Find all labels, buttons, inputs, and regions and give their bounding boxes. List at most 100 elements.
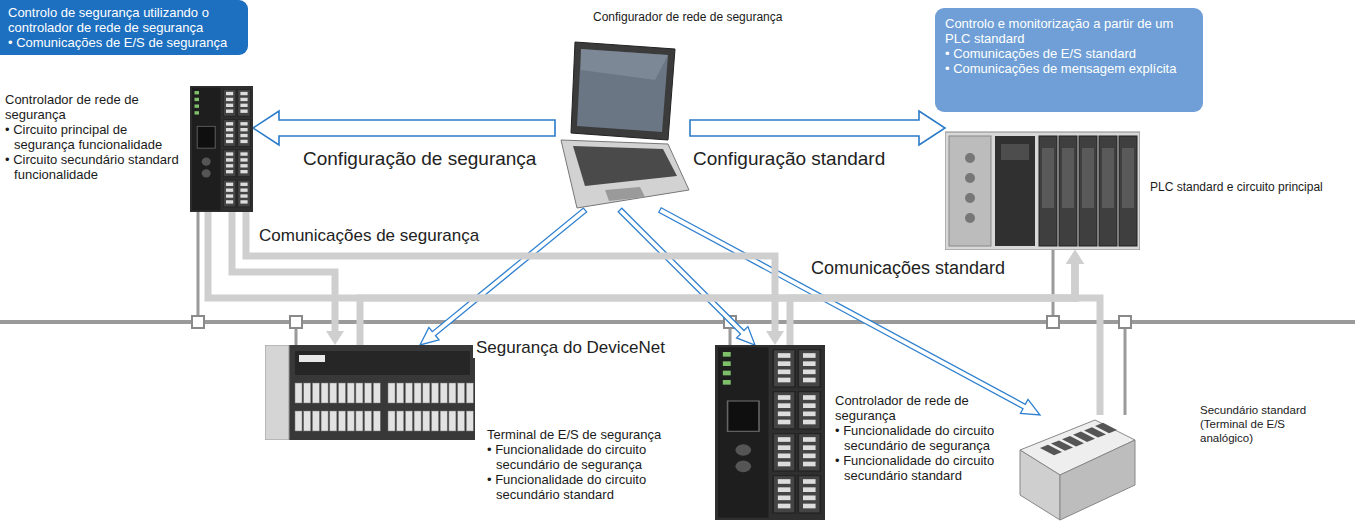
device-part: [226, 98, 233, 101]
device-part: [803, 370, 816, 375]
safety-controller: Controlador de rede de segurança• Circui…: [190, 86, 253, 212]
device-part: [240, 164, 247, 167]
device-part: [773, 350, 795, 387]
device-part: [723, 361, 731, 366]
device-part: [798, 434, 820, 471]
device-part: [226, 134, 233, 137]
node-heading: Terminal de E/S de segurança: [487, 427, 677, 442]
device-part: [466, 383, 473, 403]
device-part: [803, 496, 816, 501]
device-part: [265, 345, 289, 440]
drop-line: [197, 212, 200, 322]
device-part: [388, 383, 395, 403]
node-heading: Configurador de rede de segurança: [593, 10, 833, 24]
arrow-head: [1066, 250, 1084, 264]
device-part: [423, 383, 430, 403]
device-part: [356, 383, 363, 403]
node-heading: Controlador de rede de segurança: [835, 393, 1000, 423]
bus-tap: [1119, 316, 1131, 328]
device-part: [299, 355, 325, 362]
device-part: [778, 403, 791, 408]
device-part: [321, 411, 328, 431]
device-part: [778, 445, 791, 450]
device-part: [440, 383, 447, 403]
label-group: Controlador de rede de segurança• Circui…: [5, 92, 180, 182]
device-part: [466, 411, 473, 431]
device-part: [312, 411, 319, 431]
communication-link: [246, 212, 784, 345]
device-part: [405, 411, 412, 431]
standard-plc: PLC standard e circuito principal: [945, 118, 1140, 250]
connector-label: Comunicações de segurança: [256, 226, 482, 246]
device-part: [577, 49, 668, 132]
device-part: [718, 347, 768, 517]
device-part: [226, 170, 233, 173]
device-part: [192, 88, 221, 211]
arrow-head: [326, 331, 344, 345]
device-part: [240, 134, 247, 137]
device-part: [803, 412, 816, 417]
device-part: [226, 158, 233, 161]
device-part: [312, 383, 319, 403]
device-part: [339, 383, 346, 403]
device-part: [773, 476, 795, 513]
device-part: [240, 128, 247, 131]
node-heading: Controlo de segurança utilizando o contr…: [8, 5, 240, 35]
device-part: [240, 98, 247, 101]
device-part: [735, 461, 751, 473]
device-part: [365, 411, 372, 431]
bullet-text: • Comunicações de E/S standard: [945, 46, 1193, 61]
device-part: [605, 187, 645, 201]
device-part: [778, 395, 791, 400]
device-part: [240, 188, 247, 191]
bullet-text: • Comunicações de E/S de segurança: [8, 35, 240, 50]
device-part: [778, 370, 791, 375]
device-part: [240, 194, 247, 197]
device-part: [240, 170, 247, 173]
device-part: [803, 361, 816, 366]
device-part: [1001, 144, 1029, 160]
device-part: [195, 104, 200, 107]
connector-label: Comunicações standard: [808, 258, 1008, 279]
device-part: [778, 504, 791, 509]
device-part: [223, 150, 236, 177]
device-part: [414, 411, 421, 431]
device-part: [226, 92, 233, 95]
device-part: [449, 383, 456, 403]
device-part: [240, 92, 247, 95]
node-heading: Secundário standard (Terminal de E/S ana…: [1200, 403, 1330, 445]
network-label: Segurança do DeviceNet: [473, 338, 668, 358]
device-part: [803, 504, 816, 509]
device-part: [803, 479, 816, 484]
device-part: [295, 351, 470, 375]
device-part: [1095, 423, 1117, 433]
device-part: [295, 383, 302, 403]
device-part: [202, 169, 211, 177]
info-panel: Controlo e monitorização a partir de um …: [935, 8, 1203, 112]
device-part: [773, 392, 795, 429]
info-panel: Controlo de segurança utilizando o contr…: [0, 0, 248, 55]
device-part: [803, 420, 816, 425]
device-part: [965, 173, 975, 183]
device-part: [440, 411, 447, 431]
device-part: [573, 146, 677, 186]
device-part: [432, 411, 439, 431]
device-part: [330, 411, 337, 431]
device-part: [803, 462, 816, 467]
label-group: Controlador de rede de segurança• Funcio…: [835, 393, 1000, 483]
bullet-text: • Funcionalidade do circuito secundário …: [835, 423, 1000, 453]
hollow-arrow: [618, 208, 755, 345]
bullet-text: • Circuito principal de segurança funcio…: [5, 122, 180, 152]
device-part: [458, 383, 465, 403]
device-part: [373, 383, 380, 403]
device-part: [803, 403, 816, 408]
label-group: Terminal de E/S de segurança• Funcionali…: [487, 427, 677, 502]
connector-label: Configuração de segurança: [300, 148, 539, 170]
ctrl-illustration: [715, 345, 825, 520]
device-part: [798, 392, 820, 429]
device-part: [778, 353, 791, 358]
bullet-text: • Funcionalidade do circuito secundário …: [835, 453, 1000, 483]
device-part: [803, 487, 816, 492]
device-part: [798, 350, 820, 387]
device-part: [778, 378, 791, 383]
